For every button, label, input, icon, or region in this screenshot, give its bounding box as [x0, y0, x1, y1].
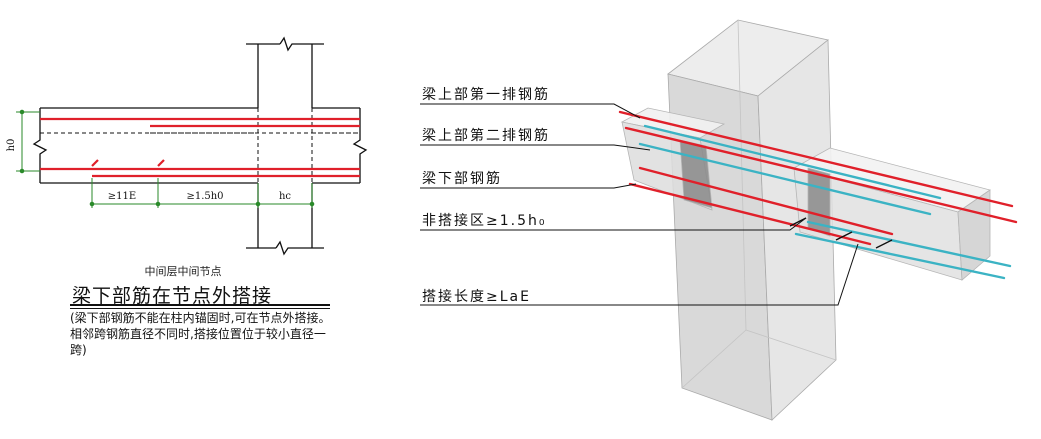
dim-hc-label: hc: [279, 191, 291, 202]
rebar-bottom-left: [638, 166, 894, 236]
rebar-bottom-right: [806, 220, 1012, 268]
horizontal-dimensions: [89, 178, 315, 208]
rebar-tick: [91, 159, 99, 167]
rebars-3d: [618, 110, 1018, 280]
rebar-bottom-right-b: [794, 232, 1006, 280]
title-underline-thin: [70, 308, 330, 309]
rebar-top-row2-b: [638, 142, 932, 216]
rebar-top-row2: [643, 124, 942, 200]
leader-lines: [420, 103, 859, 306]
h0-dimension: [16, 109, 40, 174]
label-bottom-bar: 梁下部钢筋: [422, 171, 502, 187]
beam-outline: [32, 107, 368, 184]
elevation-drawing: h0 ≥11E ≥1.5h0 hc: [6, 36, 368, 256]
dim-h0-label: h0: [6, 139, 17, 152]
rebar-top-row1: [618, 110, 1014, 208]
label-top-first-row: 梁上部第一排钢筋: [422, 87, 550, 103]
label-top-second-row: 梁上部第二排钢筋: [422, 128, 550, 144]
dim-11e-label: ≥11E: [108, 191, 136, 202]
title-underline: [70, 304, 330, 306]
rebar-tick: [157, 159, 165, 167]
isometric-drawing: [420, 19, 1018, 421]
label-non-lap-zone: 非搭接区≥1.5h₀: [422, 213, 547, 229]
caption-note: (梁下部钢筋不能在柱内锚固时,可在节点外搭接。相邻跨钢筋直径不同时,搭接位置位于…: [70, 311, 331, 357]
caption-title: 梁下部筋在节点外搭接: [72, 285, 273, 307]
label-lap-length: 搭接长度≥LaE: [422, 289, 531, 305]
right-beam-3d: [792, 147, 991, 281]
dim-15h0-label: ≥1.5h0: [186, 191, 223, 202]
caption-node-type: 中间层中间节点: [144, 265, 222, 278]
rebar-top-row1-b: [624, 126, 1018, 224]
rebar-bottom-left-b: [628, 182, 872, 246]
elevation-rebars: [40, 117, 360, 178]
dashed-joint-lines: [40, 108, 360, 183]
lap-marks: [789, 217, 893, 249]
